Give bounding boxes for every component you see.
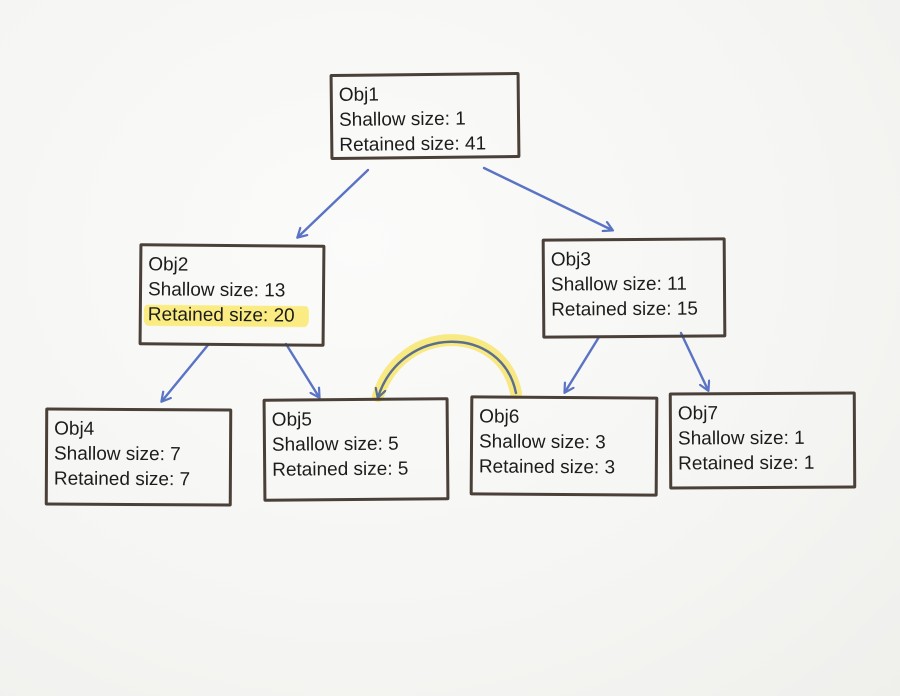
node-obj6-name: Obj6 xyxy=(479,406,520,428)
node-obj1-name: Obj1 xyxy=(338,84,380,106)
node-obj2-retained-size-highlighted: Retained size: 20 xyxy=(143,302,309,329)
node-obj6-shallow-size: Shallow size: 3 xyxy=(478,431,606,454)
node-obj6-retained-size: Retained size: 3 xyxy=(478,456,616,479)
node-obj3-shallow-size: Shallow size: 11 xyxy=(550,273,687,296)
node-obj7: Obj7 Shallow size: 1 Retained size: 1 xyxy=(668,391,857,490)
node-obj5-retained-size: Retained size: 5 xyxy=(272,458,409,481)
node-obj2-name: Obj2 xyxy=(148,254,189,276)
node-obj4-shallow-size: Shallow size: 7 xyxy=(53,443,181,466)
node-obj5: Obj5 Shallow size: 5 Retained size: 5 xyxy=(262,397,450,502)
edge-obj3-obj7 xyxy=(679,331,708,390)
edge-obj1-obj2 xyxy=(298,168,370,237)
node-obj4-name: Obj4 xyxy=(54,418,95,440)
edge-obj6-obj5-highlight xyxy=(372,334,522,402)
node-obj5-name: Obj5 xyxy=(271,409,312,431)
node-obj7-retained-size: Retained size: 1 xyxy=(678,452,815,475)
node-obj1: Obj1 Shallow size: 1 Retained size: 41 xyxy=(329,72,521,160)
node-obj3-name: Obj3 xyxy=(550,249,592,271)
node-obj2: Obj2 Shallow size: 13 Retained size: 20 xyxy=(138,243,326,347)
node-obj3: Obj3 Shallow size: 11 Retained size: 15 xyxy=(541,237,727,339)
node-obj4: Obj4 Shallow size: 7 Retained size: 7 xyxy=(44,407,233,507)
node-obj2-shallow-size: Shallow size: 13 xyxy=(147,279,286,302)
edge-obj3-obj6 xyxy=(565,335,601,392)
node-obj3-retained-size: Retained size: 15 xyxy=(551,298,699,321)
node-obj5-shallow-size: Shallow size: 5 xyxy=(271,433,399,456)
edge-obj1-obj3 xyxy=(482,166,612,230)
node-obj1-shallow-size: Shallow size: 1 xyxy=(338,108,466,131)
node-obj6: Obj6 Shallow size: 3 Retained size: 3 xyxy=(469,395,659,497)
node-obj7-shallow-size: Shallow size: 1 xyxy=(677,427,805,450)
edge-obj2-obj4 xyxy=(162,343,210,401)
edge-obj6-obj5 xyxy=(378,340,518,397)
node-obj4-retained-size: Retained size: 7 xyxy=(53,468,191,491)
node-obj1-retained-size: Retained size: 41 xyxy=(339,133,487,156)
edge-obj2-obj5 xyxy=(284,342,319,397)
node-obj7-name: Obj7 xyxy=(677,403,719,425)
